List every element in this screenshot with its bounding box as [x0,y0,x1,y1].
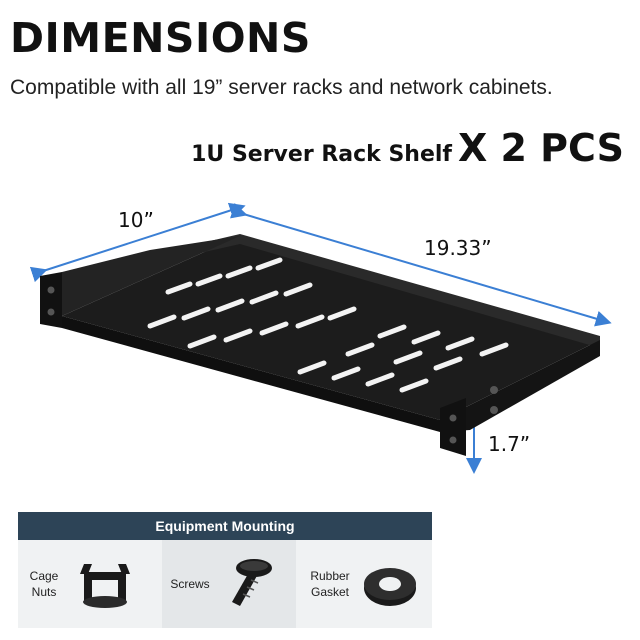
equipment-mounting-items: Cage Nuts Screws [18,540,432,628]
right-mounting-ear [440,398,466,456]
shelf-body [40,234,600,456]
product-name: 1U Server Rack Shelf [191,142,452,167]
rubber-gasket-label-2: Gasket [310,585,349,599]
screws-label: Screws [170,577,210,591]
equipment-mounting-header: Equipment Mounting [18,512,432,540]
page-title: DIMENSIONS [10,14,311,62]
compatibility-subtitle: Compatible with all 19” server racks and… [10,76,553,99]
rubber-gasket-item: Rubber Gasket [302,540,432,628]
height-label: 1.7” [488,432,531,456]
left-mounting-ear [40,272,62,328]
equipment-mounting-panel: Equipment Mounting Cage Nuts Screws [18,512,432,628]
depth-arrow [29,202,246,283]
width-label: 19.33” [424,236,492,260]
width-arrow [230,203,612,327]
product-quantity: X 2 PCS [457,126,624,170]
cage-nuts-item: Cage Nuts [18,540,156,628]
screws-item: Screws [162,540,296,628]
screw-icon [232,559,272,606]
rack-shelf-illustration [29,202,612,474]
cage-nuts-label-2: Nuts [31,585,57,599]
cage-nut-icon [80,564,130,608]
cage-nuts-label-1: Cage [29,569,59,583]
depth-label: 10” [118,208,154,232]
rubber-gasket-label-1: Rubber [310,569,350,583]
rubber-gasket-icon [364,568,416,606]
